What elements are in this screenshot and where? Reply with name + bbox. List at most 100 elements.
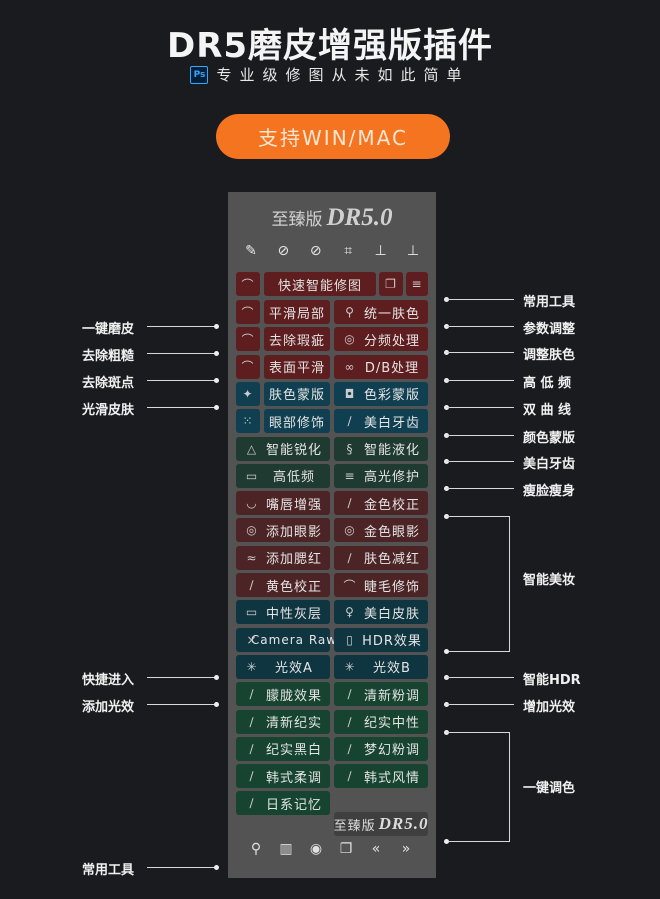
leader-dot xyxy=(214,865,219,870)
settings-button[interactable]: ≡ xyxy=(406,272,428,296)
tool-button[interactable]: ∕清新粉调 xyxy=(334,682,428,707)
tool-button[interactable]: ∕纪实黑白 xyxy=(236,736,330,761)
leader-line xyxy=(446,461,514,462)
left-annotation-label: 去除粗糙 xyxy=(82,349,135,364)
tool-button[interactable]: ✳光效A xyxy=(236,654,330,679)
bandage-alt-icon[interactable]: ⊘ xyxy=(309,243,322,259)
leader-line xyxy=(147,326,215,327)
tool-button[interactable]: ∞D/B处理 xyxy=(334,354,428,379)
tool-button[interactable]: ♀美白皮肤 xyxy=(334,600,428,625)
left-icon-button[interactable]: ✦ xyxy=(236,381,260,406)
layers-icon: ❐ xyxy=(385,277,397,291)
layers-icon[interactable]: ❐ xyxy=(339,841,353,857)
eye-icon[interactable]: ◉ xyxy=(309,841,323,857)
tool-icon: ⚲ xyxy=(345,305,355,319)
leader-dot xyxy=(444,839,449,844)
tool-button[interactable]: ≡高光修护 xyxy=(334,463,428,488)
tool-button[interactable]: 平滑局部 xyxy=(264,300,330,324)
bracket-line xyxy=(446,841,510,842)
tool-icon: ∕ xyxy=(347,741,353,756)
left-icon-button[interactable]: ⌒ xyxy=(236,300,260,324)
tool-icon: § xyxy=(346,441,354,456)
tool-button[interactable]: §智能液化 xyxy=(334,436,428,461)
bandage-icon[interactable]: ⊘ xyxy=(277,243,290,259)
left-annotation-label: 常用工具 xyxy=(82,863,135,878)
next-icon[interactable]: » xyxy=(401,841,411,857)
tool-button[interactable]: ∕黄色校正 xyxy=(236,573,330,597)
leader-line xyxy=(446,407,514,408)
leader-line xyxy=(446,380,514,381)
right-annotation-label: 一键调色 xyxy=(523,781,576,796)
left-icon-button[interactable]: ⌒ xyxy=(236,354,260,379)
leader-line xyxy=(446,299,514,300)
blush-icon: ≈ xyxy=(246,550,258,565)
tool-button[interactable]: 表面平滑 xyxy=(264,354,330,379)
leader-line xyxy=(446,488,514,489)
bracket-line xyxy=(446,732,510,733)
stamp-icon[interactable]: ⊥ xyxy=(374,243,387,259)
dropper-sparkle-icon: ✦ xyxy=(242,386,254,401)
chip-icon[interactable]: ⌗ xyxy=(344,243,353,259)
brush-icon: ∕ xyxy=(249,796,255,811)
leader-line xyxy=(446,704,514,705)
left-icon-button[interactable]: ⌒ xyxy=(236,327,260,352)
tool-button[interactable]: ▭中性灰层 xyxy=(236,600,330,625)
tool-icon: ▯ xyxy=(346,632,354,647)
tool-button[interactable]: ◎金色眼影 xyxy=(334,518,428,543)
tool-button[interactable]: ◎分频处理 xyxy=(334,327,428,352)
tool-button[interactable]: ∕肤色减红 xyxy=(334,545,428,570)
left-icon-button[interactable]: ⁙ xyxy=(236,409,260,434)
tool-icon: ⌒ xyxy=(343,578,357,593)
page-title: DR5磨皮增强版插件 xyxy=(166,26,494,66)
brush-icon[interactable]: ✎ xyxy=(245,243,257,259)
tool-button[interactable]: ⌒睫毛修饰 xyxy=(334,573,428,597)
right-annotation-label: 双 曲 线 xyxy=(523,403,572,418)
tool-icon: ◎ xyxy=(344,332,356,347)
tool-icon-row: ✎ ⊘ ⊘ ⌗ ⊥ ⊥ xyxy=(240,242,424,260)
tool-button[interactable]: ∕清新纪实 xyxy=(236,709,330,734)
tool-button[interactable]: ◎添加眼影 xyxy=(236,518,330,543)
layers-button[interactable]: ❐ xyxy=(379,272,403,296)
search-icon[interactable]: ⚲ xyxy=(250,841,262,857)
tool-button[interactable]: ×Camera Raw xyxy=(236,627,336,652)
subtitle-text: 专业级修图从未如此简单 xyxy=(216,66,470,84)
tool-button[interactable]: 肤色蒙版 xyxy=(264,381,330,406)
tool-button[interactable]: ∕韩式柔调 xyxy=(236,764,330,789)
tool-button[interactable]: ✳光效B xyxy=(334,654,428,679)
tool-button[interactable]: ◡嘴唇增强 xyxy=(236,491,330,516)
tool-icon: ∕ xyxy=(347,496,353,511)
tool-button[interactable]: ⚲统一肤色 xyxy=(334,300,428,324)
platform-support-button[interactable]: 支持WIN/MAC xyxy=(216,114,450,159)
tool-button[interactable]: 眼部修饰 xyxy=(264,409,330,434)
frame-icon: ▭ xyxy=(245,468,259,483)
leader-line xyxy=(446,677,514,678)
lasso-button[interactable]: ⌒ xyxy=(236,272,260,296)
leader-line xyxy=(147,677,215,678)
tool-button[interactable]: ∕纪实中性 xyxy=(334,709,428,734)
lasso-icon: ⌒ xyxy=(241,332,255,347)
sliders-icon: ≡ xyxy=(411,277,423,291)
tool-button[interactable]: ∕朦胧效果 xyxy=(236,682,330,707)
book-icon[interactable]: ▥ xyxy=(279,841,293,857)
stamp-sparkle-icon[interactable]: ⊥ xyxy=(406,243,420,259)
right-annotation-label: 参数调整 xyxy=(523,322,576,337)
tool-button[interactable]: ∕韩式风情 xyxy=(334,764,428,789)
prev-icon[interactable]: « xyxy=(371,841,381,857)
tool-button[interactable]: 去除瑕疵 xyxy=(264,327,330,352)
quick-retouch-button[interactable]: 快速智能修图 xyxy=(264,272,376,296)
right-annotation-label: 智能HDR xyxy=(523,673,581,688)
tool-button[interactable]: △智能锐化 xyxy=(236,436,330,461)
tool-button[interactable]: ∕日系记忆 xyxy=(236,791,330,816)
leader-dot xyxy=(214,702,219,707)
leader-line xyxy=(147,407,215,408)
tool-button[interactable]: ∕金色校正 xyxy=(334,491,428,516)
tool-button[interactable]: ▭高低频 xyxy=(236,463,330,488)
tool-button[interactable]: ◘色彩蒙版 xyxy=(334,381,428,406)
tool-button[interactable]: ∕梦幻粉调 xyxy=(334,736,428,761)
tool-button[interactable]: ▯HDR效果 xyxy=(334,627,428,652)
leader-line xyxy=(147,704,215,705)
tool-button[interactable]: ≈添加腮红 xyxy=(236,545,330,570)
tool-button[interactable]: ∕美白牙齿 xyxy=(334,409,428,434)
tool-icon: ∕ xyxy=(347,714,353,729)
